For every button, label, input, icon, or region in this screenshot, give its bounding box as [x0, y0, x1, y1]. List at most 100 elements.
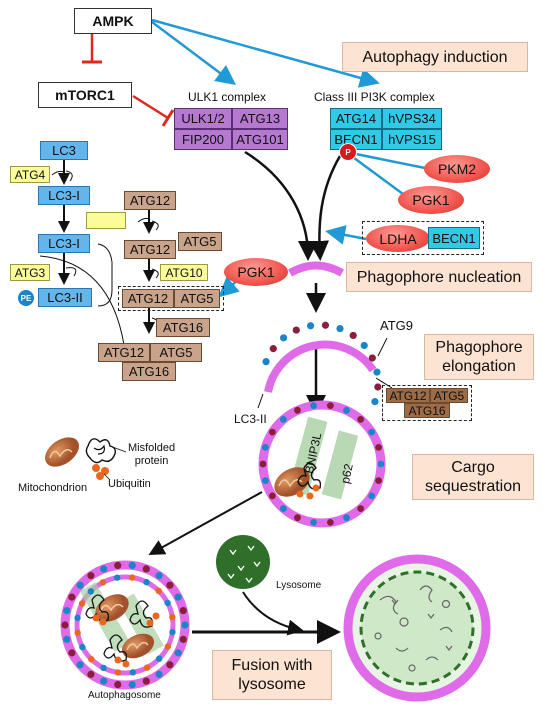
- membrane-dot: [261, 443, 269, 451]
- membrane-dot: [100, 677, 108, 685]
- membrane-dot: [326, 402, 334, 410]
- ubiquitin-legend-icon: [92, 464, 111, 481]
- ldha-oval: LDHA: [366, 225, 430, 252]
- membrane-dot: [143, 664, 151, 671]
- membrane-dot: [87, 572, 95, 580]
- atg12-atg5-conjugate: [118, 286, 224, 311]
- membrane-dot: [76, 581, 84, 589]
- vesicle-ubiquitin: [296, 484, 320, 500]
- membrane-dot: [294, 406, 301, 414]
- membrane-dot: [279, 416, 287, 423]
- membrane-dot: [129, 669, 137, 676]
- membrane-dot: [269, 345, 277, 353]
- membrane-dot: [262, 358, 270, 366]
- membrane-dot: [142, 677, 150, 685]
- membrane-dot: [74, 614, 81, 622]
- membrane-dot: [166, 661, 174, 669]
- membrane-dot: [368, 492, 376, 500]
- membrane-dot: [310, 518, 318, 526]
- lc3-ii-label: LC3-II: [234, 412, 267, 426]
- cargo-vesicle-dots: [259, 402, 385, 526]
- membrane-dot: [78, 600, 86, 607]
- membrane-dot: [336, 324, 344, 333]
- p-pgk1-link: [345, 150, 404, 196]
- membrane-dot: [74, 629, 81, 637]
- membrane-dot: [88, 655, 95, 663]
- membrane-dot: [349, 331, 357, 340]
- atg9-pointer: [377, 337, 388, 357]
- membrane-dot: [128, 574, 136, 581]
- membrane-dot: [68, 649, 76, 657]
- atg12-elong: ATG12: [386, 388, 430, 403]
- ldha-becn1-complex: [362, 221, 484, 255]
- ulk1-to-nucleation-arrow: [244, 150, 318, 261]
- pe-badge: PE: [18, 290, 34, 306]
- p-pkm2-link: [345, 150, 426, 170]
- lc3-ii-box: LC3-II: [38, 288, 92, 307]
- atg16-box-final: ATG16: [122, 362, 176, 381]
- membrane-dot: [169, 613, 176, 621]
- atg5-box-final: ATG5: [150, 343, 202, 362]
- membrane-dot: [87, 670, 95, 678]
- lc3-i-box-lower: LC3-I: [38, 234, 90, 253]
- atg10-box: ATG10: [160, 264, 208, 281]
- elongating-phagophore: [264, 340, 377, 393]
- membrane-dot: [181, 621, 189, 629]
- stage-phagophore-nucleation: Phagophore nucleation: [346, 262, 532, 292]
- membrane-dot: [166, 581, 174, 589]
- atg12-box-final: ATG12: [98, 343, 150, 362]
- ulk1-2-protein: ULK1/2: [174, 108, 232, 129]
- membrane-dot: [155, 655, 163, 662]
- membrane-dot: [63, 607, 71, 615]
- membrane-dot: [375, 443, 383, 451]
- lysosome-label: Lysosome: [276, 580, 322, 591]
- lc3-pathway-arrows: [51, 159, 77, 285]
- membrane-dot: [374, 383, 382, 391]
- membrane-dot: [377, 460, 385, 468]
- hvps15-protein: hVPS15: [382, 129, 442, 150]
- stage-phagophore-elongation: Phagophore elongation: [424, 334, 534, 380]
- pi3k-complex-title: Class III PI3K complex: [314, 90, 435, 104]
- atg16-elong: ATG16: [404, 403, 450, 418]
- phospho-badge: P: [339, 143, 357, 161]
- membrane-dot: [142, 565, 150, 573]
- lc3-ii-pointer: [257, 393, 264, 409]
- membrane-dot: [63, 635, 71, 643]
- pgk1-oval-lower: PGK1: [224, 258, 288, 286]
- membrane-dot: [368, 428, 376, 436]
- atg4-box: ATG4: [10, 166, 50, 183]
- vesicle-misfolded-protein: [297, 462, 322, 490]
- stage-autophagy-induction: Autophagy induction: [342, 42, 528, 72]
- membrane-dot: [279, 505, 287, 512]
- lc3-box: LC3: [40, 141, 88, 160]
- membrane-dot: [155, 587, 162, 595]
- membrane-dot: [310, 402, 318, 410]
- atg5-box: ATG5: [178, 232, 222, 251]
- lysosome: [216, 535, 270, 589]
- mitochondrion-label: Mitochondrion: [18, 482, 88, 494]
- membrane-dot: [169, 628, 176, 636]
- lc3-i-box-upper: LC3-I: [38, 186, 90, 205]
- ulk1-complex-title: ULK1 complex: [188, 90, 267, 104]
- atg12-box-middle: ATG12: [124, 240, 176, 259]
- pkm2-oval: PKM2: [424, 155, 490, 183]
- membrane-dot: [76, 661, 84, 669]
- atg13-protein: ATG13: [232, 108, 288, 129]
- atg9-label: ATG9: [380, 318, 413, 333]
- membrane-dot: [321, 321, 330, 329]
- membrane-dot: [292, 326, 300, 334]
- mtorc1-inhibits-ulk1: [132, 94, 175, 127]
- misfolded-protein-label: Misfolded protein: [128, 442, 176, 467]
- lc3-atg3-bracket: [97, 243, 113, 307]
- lysosome-fusion-arrow: [242, 591, 304, 636]
- atg3-connector: [39, 255, 125, 346]
- membrane-dot: [179, 635, 187, 643]
- fip200-protein: FIP200: [174, 129, 232, 150]
- membrane-dot: [113, 574, 121, 581]
- membrane-dot: [79, 643, 86, 651]
- becn1-protein: BECN1: [330, 129, 382, 150]
- becn1-ldha-partner: BECN1: [428, 227, 480, 249]
- ampk-box: AMPK: [74, 8, 152, 34]
